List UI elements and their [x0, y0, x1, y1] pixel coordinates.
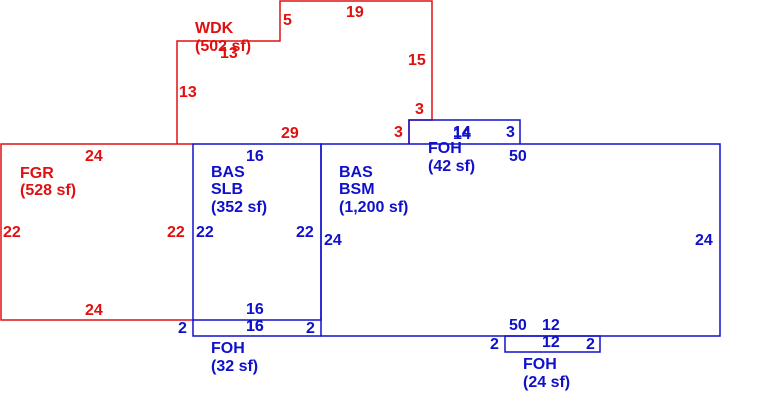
foh-left-code: FOH	[211, 340, 245, 357]
bas-slb-dim-top: 16	[246, 148, 264, 165]
foh-right-dim-right: 2	[586, 336, 595, 353]
fgr-code: FGR	[20, 165, 54, 182]
bas-bsm-dim-right: 24	[695, 232, 713, 249]
foh-right-dim-top: 12	[542, 317, 560, 334]
foh-left-dim-right: 2	[306, 320, 315, 337]
foh-top-dim-bottom: 14	[453, 126, 471, 143]
bas-bsm-code: BAS	[339, 164, 373, 181]
foh-left-outline	[192, 320, 321, 337]
bas-bsm-outline	[320, 143, 721, 337]
foh-top-dim-right: 3	[506, 124, 515, 141]
foh-right-outline	[504, 335, 601, 353]
bas-slb-sub: SLB	[211, 181, 243, 198]
bas-slb-area: (352 sf)	[211, 199, 267, 216]
wdk-dim-step-over: 3	[394, 124, 403, 141]
fgr-dim-bottom: 24	[85, 302, 103, 319]
foh-left-dim-bottom: 16	[246, 318, 264, 335]
bas-bsm-sub: BSM	[339, 181, 375, 198]
foh-top-area: (42 sf)	[428, 158, 475, 175]
foh-right-dim-bottom: 12	[542, 334, 560, 351]
bas-slb-dim-left: 22	[196, 224, 214, 241]
wdk-dim-top-inner: 13	[220, 45, 238, 62]
bas-slb-code: BAS	[211, 164, 245, 181]
foh-top-dim-top: 14	[453, 124, 471, 141]
fgr-dim-right: 22	[167, 224, 185, 241]
fgr-area: (528 sf)	[20, 182, 76, 199]
bas-bsm-area: (1,200 sf)	[339, 199, 408, 216]
wdk-code: WDK	[195, 20, 234, 37]
foh-top-code: FOH	[428, 140, 462, 157]
foh-left-dim-top: 16	[246, 318, 264, 335]
foh-right-dim-left: 2	[490, 336, 499, 353]
wdk-dim-right: 15	[408, 52, 426, 69]
fgr-dim-top: 24	[85, 148, 103, 165]
wdk-dim-left: 13	[179, 84, 197, 101]
foh-top-outline	[408, 119, 521, 144]
wdk-area: (502 sf)	[195, 38, 251, 55]
foh-left-area: (32 sf)	[211, 358, 258, 375]
fgr-dim-left: 22	[3, 224, 21, 241]
foh-right-area: (24 sf)	[523, 374, 570, 391]
bas-bsm-dim-left: 24	[324, 232, 342, 249]
wdk-dim-right-step: 3	[415, 101, 424, 118]
foh-right-code: FOH	[523, 356, 557, 373]
bas-slb-dim-right: 22	[296, 224, 314, 241]
bas-bsm-dim-top: 50	[509, 148, 527, 165]
wdk-dim-bottom: 29	[281, 125, 299, 142]
bas-bsm-dim-bottom: 50	[509, 317, 527, 334]
foh-left-dim-left: 2	[178, 320, 187, 337]
wdk-dim-top: 19	[346, 4, 364, 21]
fgr-outline	[0, 143, 193, 321]
bas-slb-dim-bottom: 16	[246, 301, 264, 318]
wdk-dim-top-left: 5	[283, 12, 292, 29]
